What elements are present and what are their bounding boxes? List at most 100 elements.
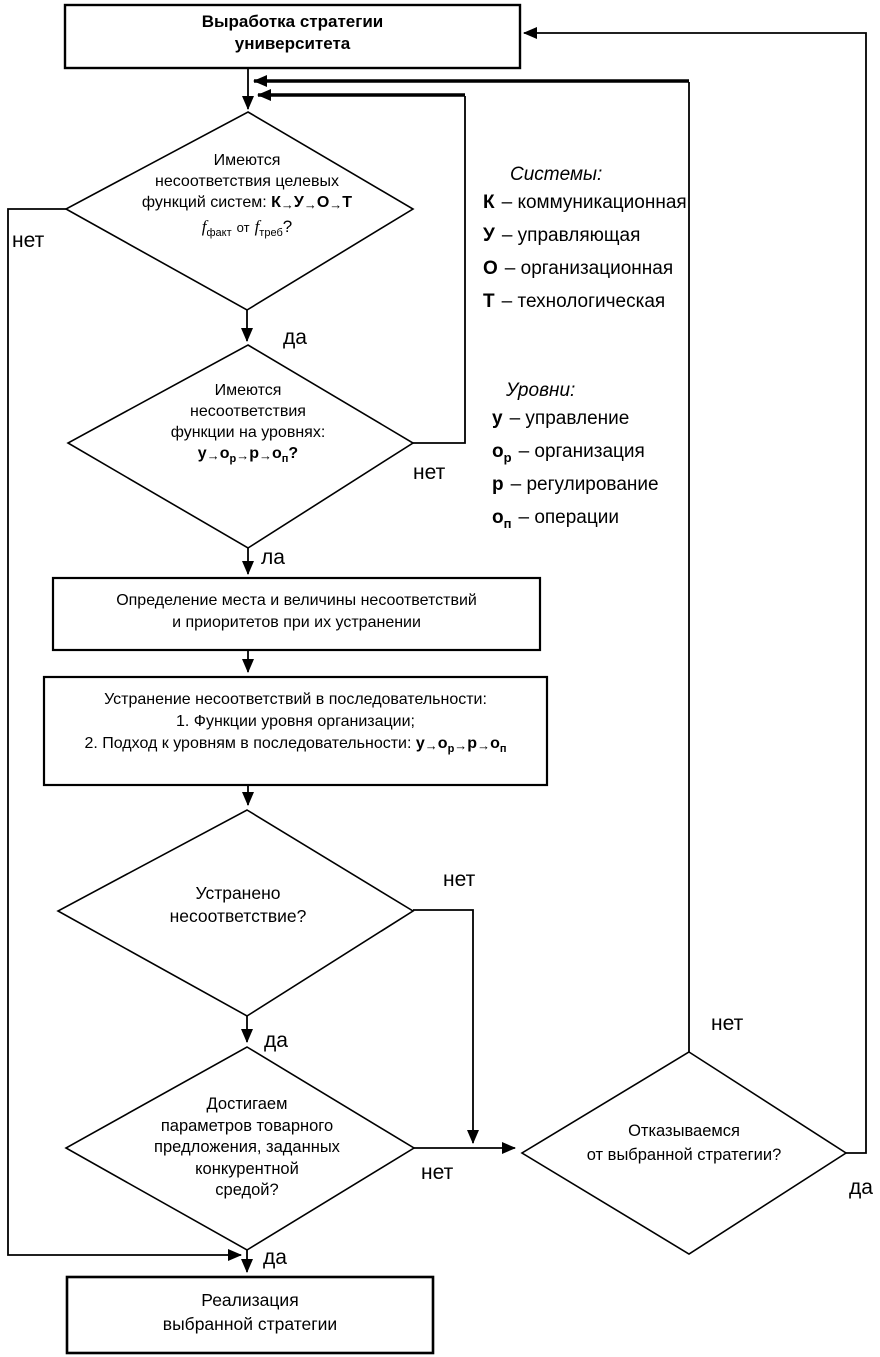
legend-key: о <box>492 440 504 462</box>
eliminate-box-line1: Устранение несоответствий в последовател… <box>104 691 487 708</box>
seq-or: о <box>437 735 448 752</box>
legend-item-u: У – управляющая <box>483 222 687 255</box>
node-implement-box: Реализация выбранной стратегии <box>67 1288 433 1336</box>
decision3-line2: несоответствие? <box>169 906 307 926</box>
eliminate-box-line3-text: 2. Подход к уровням в последовательности… <box>84 735 412 752</box>
node-top-box-outline <box>63 3 522 70</box>
edge-label-net-d2: нет <box>413 461 446 484</box>
node-eliminate-box-outline <box>42 675 549 787</box>
edge-label-da-d5: да <box>849 1176 873 1199</box>
legend-label: – технологическая <box>501 291 666 313</box>
node-decision5: Отказываемся от выбранной стратегии? <box>534 1120 834 1167</box>
legend-item-r: р – регулирование <box>492 471 659 504</box>
seq-question: ? <box>288 445 299 462</box>
legend-key: К <box>483 191 495 213</box>
edge-d3-net-down <box>413 909 479 1144</box>
decision1-line1: Имеются <box>213 152 281 169</box>
arrow-glyph: → <box>206 448 220 463</box>
seq-or: о <box>219 445 230 462</box>
legend-key: Т <box>483 291 495 313</box>
arrow-glyph: → <box>303 197 317 212</box>
decision2-line3: функции на уровнях: <box>170 424 326 441</box>
seq-r: р <box>467 735 478 752</box>
seq-u: У <box>293 194 304 211</box>
formula-question: ? <box>282 217 293 236</box>
legend-label: – организация <box>518 440 645 462</box>
seq-or-sub: р <box>447 743 455 756</box>
seq-k: К <box>271 194 281 211</box>
formula-f-fact: f <box>201 217 207 236</box>
seq-t: Т <box>342 194 353 211</box>
legend-levels-title: Уровни: <box>506 380 576 401</box>
legend-label: – коммуникационная <box>501 191 687 213</box>
node-top-box-line2: университета <box>234 34 351 53</box>
seq-o: О <box>316 194 330 211</box>
formula-ot: от <box>236 220 250 235</box>
node-decision3: Устранено несоответствие? <box>107 882 369 928</box>
decision3-line1: Устранено <box>195 883 281 903</box>
legend-key: О <box>483 258 498 280</box>
formula-sub-treb: треб <box>259 227 283 240</box>
decision5-line1: Отказываемся <box>628 1122 740 1140</box>
edge-label-da-d1: да <box>283 326 307 349</box>
formula-f-treb: f <box>254 217 260 236</box>
define-box-line1: Определение места и величины несоответст… <box>116 592 477 609</box>
legend-levels: Уровни: у– управление ор– организация р–… <box>492 377 659 538</box>
decision1-line3: функций систем: К→У→О→Т <box>92 192 402 215</box>
edge-label-net-d1: нет <box>12 229 45 252</box>
decision4-line2: параметров товарного <box>160 1116 334 1135</box>
seq-y: у <box>415 735 425 752</box>
legend-item-t: Т – технологическая <box>483 288 687 321</box>
define-box-line2: и приоритетов при их устранении <box>172 614 421 631</box>
legend-label: – управление <box>509 407 630 429</box>
node-define-box-outline <box>51 576 542 652</box>
decision2-line2: несоответствия <box>190 403 306 420</box>
arrow-glyph: → <box>477 738 491 753</box>
seq-op-sub: п <box>281 453 289 466</box>
decision2-line1: Имеются <box>214 382 282 399</box>
implement-box-line1: Реализация <box>201 1290 299 1310</box>
seq-y: у <box>197 445 207 462</box>
legend-systems: Системы: К – коммуникационная У – управляю… <box>483 161 687 322</box>
arrow-glyph: → <box>258 448 272 463</box>
arrow-glyph: → <box>329 197 343 212</box>
legend-item-k: К – коммуникационная <box>483 189 687 222</box>
legend-label: – организационная <box>504 258 674 280</box>
legend-label: – регулирование <box>510 474 659 496</box>
decision4-line1: Достигаем <box>206 1095 288 1113</box>
eliminate-box-line3: 2. Подход к уровням в последовательности… <box>44 733 547 760</box>
decision1-line2: несоответствия целевых <box>155 173 339 190</box>
legend-key: р <box>492 474 504 496</box>
edge-label-da-d3: да <box>264 1029 288 1052</box>
node-decision1: Имеются несоответствия целевых функций с… <box>92 150 402 244</box>
edge-label-da-d4: да <box>263 1246 287 1269</box>
formula-sub-fact: факт <box>206 227 232 240</box>
node-decision5-outline <box>520 1051 848 1255</box>
arrow-glyph: → <box>280 197 294 212</box>
legend-key-sub: п <box>503 516 512 532</box>
legend-item-op: оп– операции <box>492 504 659 537</box>
decision4-line5: средой? <box>215 1181 279 1199</box>
legend-label: – управляющая <box>501 224 641 246</box>
node-top-box: Выработка стратегии университета <box>65 11 520 55</box>
edge-label-net-d3: нет <box>443 868 476 891</box>
legend-systems-title: Системы: <box>510 164 603 185</box>
node-top-box-line1: Выработка стратегии <box>201 12 384 31</box>
edge-label-net-d5: нет <box>711 1012 744 1035</box>
legend-key: о <box>492 507 504 529</box>
legend-key: У <box>483 224 495 246</box>
edge-d5-da-to-topbox <box>523 27 867 1154</box>
edge-label-net-d4: нет <box>421 1161 454 1184</box>
node-implement-box-outline <box>65 1275 435 1355</box>
seq-op: о <box>271 445 282 462</box>
node-decision2: Имеются несоответствия функции на уровня… <box>118 380 378 470</box>
decision2-levels-sequence: у→ор→р→оп? <box>118 443 378 470</box>
seq-op: о <box>490 735 500 752</box>
node-eliminate-box: Устранение несоответствий в последовател… <box>44 689 547 760</box>
legend-item-or: ор – организация <box>492 438 659 471</box>
decision1-line3-text: функций систем: <box>141 194 267 211</box>
legend-key-sub: р <box>503 449 512 465</box>
